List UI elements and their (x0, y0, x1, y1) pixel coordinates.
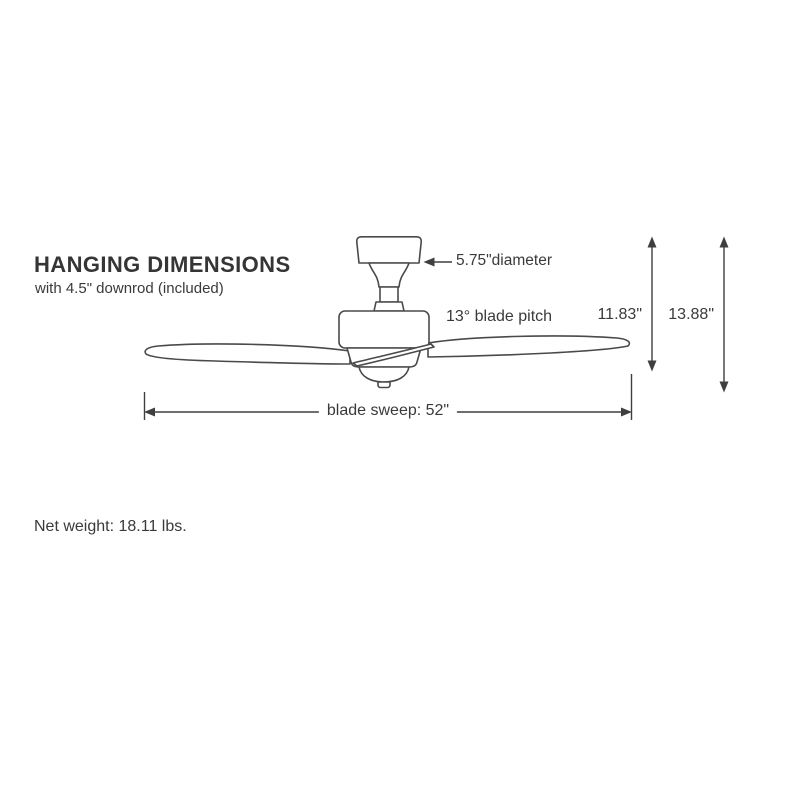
fan-canopy (355, 236, 423, 264)
fan-downrod (379, 286, 399, 303)
canopy-diameter-label: 5.75"diameter (456, 252, 552, 269)
fan-downrod-collar (373, 301, 405, 312)
fan-finial (377, 381, 391, 389)
height-overall-arrowhead-top (719, 236, 729, 248)
height-overall-label: 13.88" (668, 306, 714, 323)
diameter-arrowhead (423, 257, 435, 267)
height-to-blade-arrowhead-bottom (647, 360, 657, 372)
net-weight-label: Net weight: 18.11 lbs. (34, 518, 187, 535)
fan-motor-housing (338, 310, 430, 349)
fan-blade-right (427, 335, 631, 358)
sweep-arrowhead-left (144, 407, 155, 417)
fan-blade-front (352, 343, 435, 367)
ceiling-fan-drawing (144, 236, 631, 389)
height-overall-arrowhead-bottom (719, 381, 729, 393)
fan-blade-left (144, 343, 351, 365)
fan-downrod-coupler (368, 262, 410, 288)
fan-light-dome (358, 366, 410, 383)
blade-sweep-label: blade sweep: 52" (318, 402, 458, 420)
sweep-arrowhead-right (621, 407, 632, 417)
page-title: HANGING DIMENSIONS (34, 252, 291, 277)
height-to-blade-label: 11.83" (597, 306, 642, 323)
blade-pitch-label: 13° blade pitch (446, 308, 553, 325)
page-subtitle: with 4.5" downrod (included) (35, 280, 224, 297)
height-to-blade-arrowhead-top (647, 236, 657, 248)
